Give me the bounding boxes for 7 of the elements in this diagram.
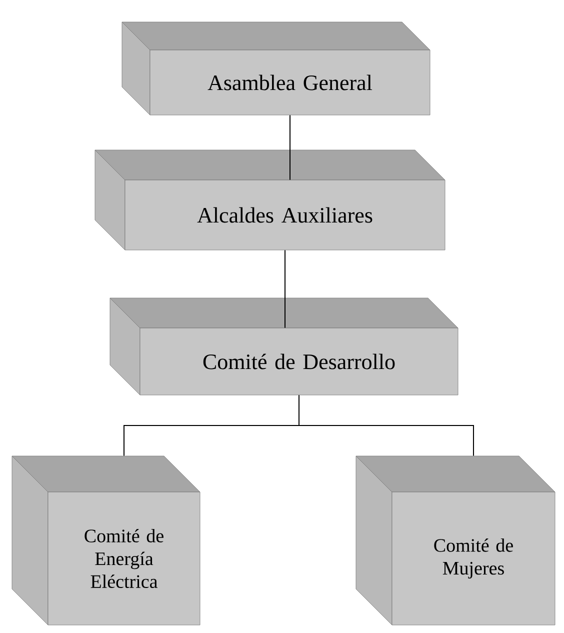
box-3d: Asamblea General xyxy=(122,22,430,116)
box-3d: Comité de Energía Eléctrica xyxy=(12,456,200,626)
box-3d: Comité de Desarrollo xyxy=(110,298,458,396)
box-3d: Comité de Mujeres xyxy=(356,456,556,626)
connector-line xyxy=(298,394,474,456)
box-3d: Alcaldes Auxiliares xyxy=(94,150,446,250)
connector-line xyxy=(284,250,286,328)
